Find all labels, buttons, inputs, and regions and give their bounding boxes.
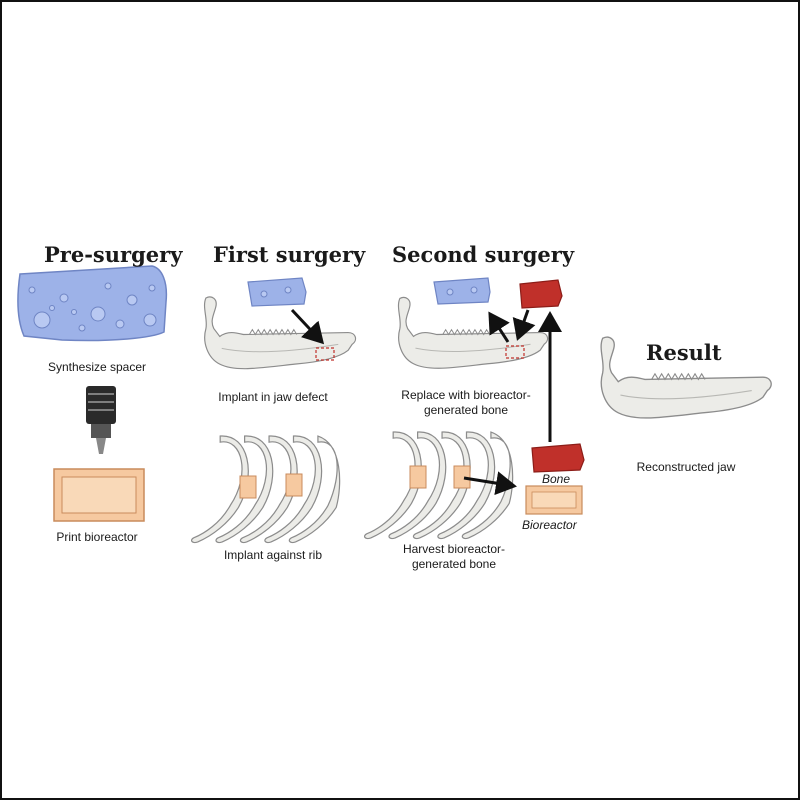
arrow-spacer-to-defect (290, 308, 325, 345)
arrow-insert-bone (512, 309, 536, 341)
heading-result: Result (646, 340, 722, 365)
caption-print-bioreactor: Print bioreactor (56, 530, 138, 544)
spacer-small-second (433, 277, 491, 305)
caption-harvest: Harvest bioreactor- generated bone (374, 542, 534, 572)
caption-implant-against-rib: Implant against rib (223, 548, 323, 562)
printed-bioreactor (53, 468, 145, 522)
rib-cage-second (363, 431, 514, 540)
rib-cage-first (190, 435, 341, 544)
caption-replace-line1: Replace with bioreactor- (401, 388, 531, 402)
bioreactor-on-rib-1 (239, 475, 257, 499)
label-bone: Bone (542, 472, 571, 486)
bioreactor-on-rib-3 (409, 465, 427, 489)
caption-replace-line2: generated bone (423, 403, 509, 417)
caption-reconstructed-jaw: Reconstructed jaw (636, 460, 736, 474)
caption-harvest-line2: generated bone (411, 557, 497, 571)
bioreactor-on-rib-4 (453, 465, 471, 489)
printer-nozzle-icon (86, 386, 116, 454)
spacer-small-first (247, 277, 307, 307)
caption-harvest-line1: Harvest bioreactor- (402, 542, 506, 556)
heading-second-surgery: Second surgery (392, 242, 575, 267)
generated-bone-harvested (531, 443, 585, 473)
caption-replace: Replace with bioreactor- generated bone (376, 388, 556, 418)
generated-bone-top (519, 279, 563, 309)
arrow-harvest (463, 471, 517, 496)
caption-implant-jaw-defect: Implant in jaw defect (218, 390, 328, 404)
jaw-bone-first (203, 296, 357, 370)
caption-synthesize-spacer: Synthesize spacer (47, 360, 147, 374)
heading-first-surgery: First surgery (213, 242, 366, 267)
bioreactor-harvested (525, 485, 583, 515)
porous-spacer (17, 265, 168, 342)
heading-pre-surgery: Pre-surgery (44, 242, 183, 267)
arrow-remove-spacer (488, 311, 510, 343)
label-bioreactor: Bioreactor (522, 518, 577, 532)
bioreactor-on-rib-2 (285, 473, 303, 497)
